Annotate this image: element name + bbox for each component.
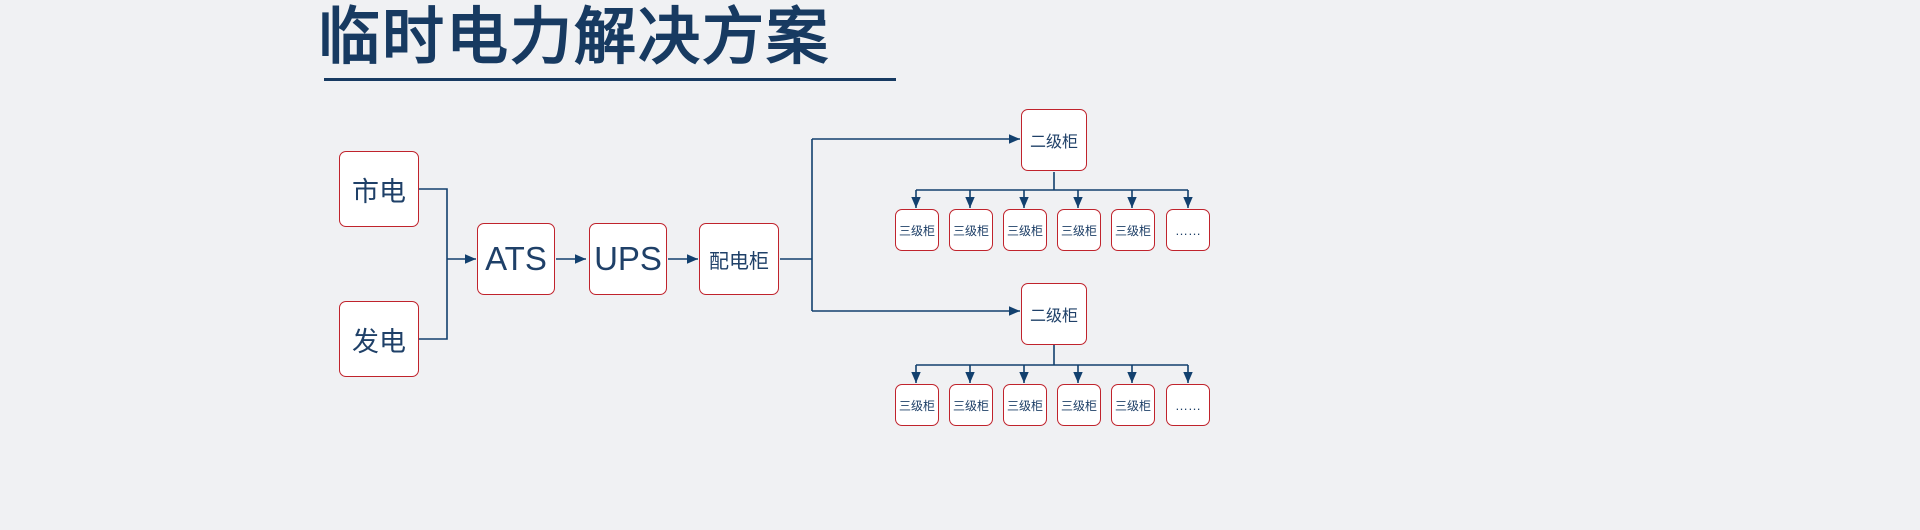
node-tertiary-more[interactable]: …… [1166,384,1210,426]
node-tertiary-cabinet[interactable]: 三级柜 [949,384,993,426]
node-mains[interactable]: 市电 [339,151,419,227]
node-distribution-cabinet[interactable]: 配电柜 [699,223,779,295]
node-tertiary-more[interactable]: …… [1166,209,1210,251]
page-title: 临时电力解决方案 [318,3,831,72]
node-tertiary-cabinet[interactable]: 三级柜 [895,384,939,426]
node-tertiary-cabinet[interactable]: 三级柜 [895,209,939,251]
node-tertiary-cabinet[interactable]: 三级柜 [1111,384,1155,426]
wire-mains-to-bus [419,188,448,259]
node-tertiary-cabinet[interactable]: 三级柜 [1111,209,1155,251]
title-block: 临时电力解决方案 [318,2,918,90]
node-tertiary-cabinet[interactable]: 三级柜 [1003,384,1047,426]
node-secondary-cabinet-bottom[interactable]: 二级柜 [1021,283,1087,345]
title-underline [324,78,896,81]
node-secondary-cabinet-top[interactable]: 二级柜 [1021,109,1087,171]
wire-genset-to-bus [419,259,448,340]
node-genset[interactable]: 发电 [339,301,419,377]
node-tertiary-cabinet[interactable]: 三级柜 [1057,384,1101,426]
node-ups[interactable]: UPS [589,223,667,295]
node-tertiary-cabinet[interactable]: 三级柜 [1057,209,1101,251]
node-tertiary-cabinet[interactable]: 三级柜 [949,209,993,251]
node-tertiary-cabinet[interactable]: 三级柜 [1003,209,1047,251]
node-ats[interactable]: ATS [477,223,555,295]
